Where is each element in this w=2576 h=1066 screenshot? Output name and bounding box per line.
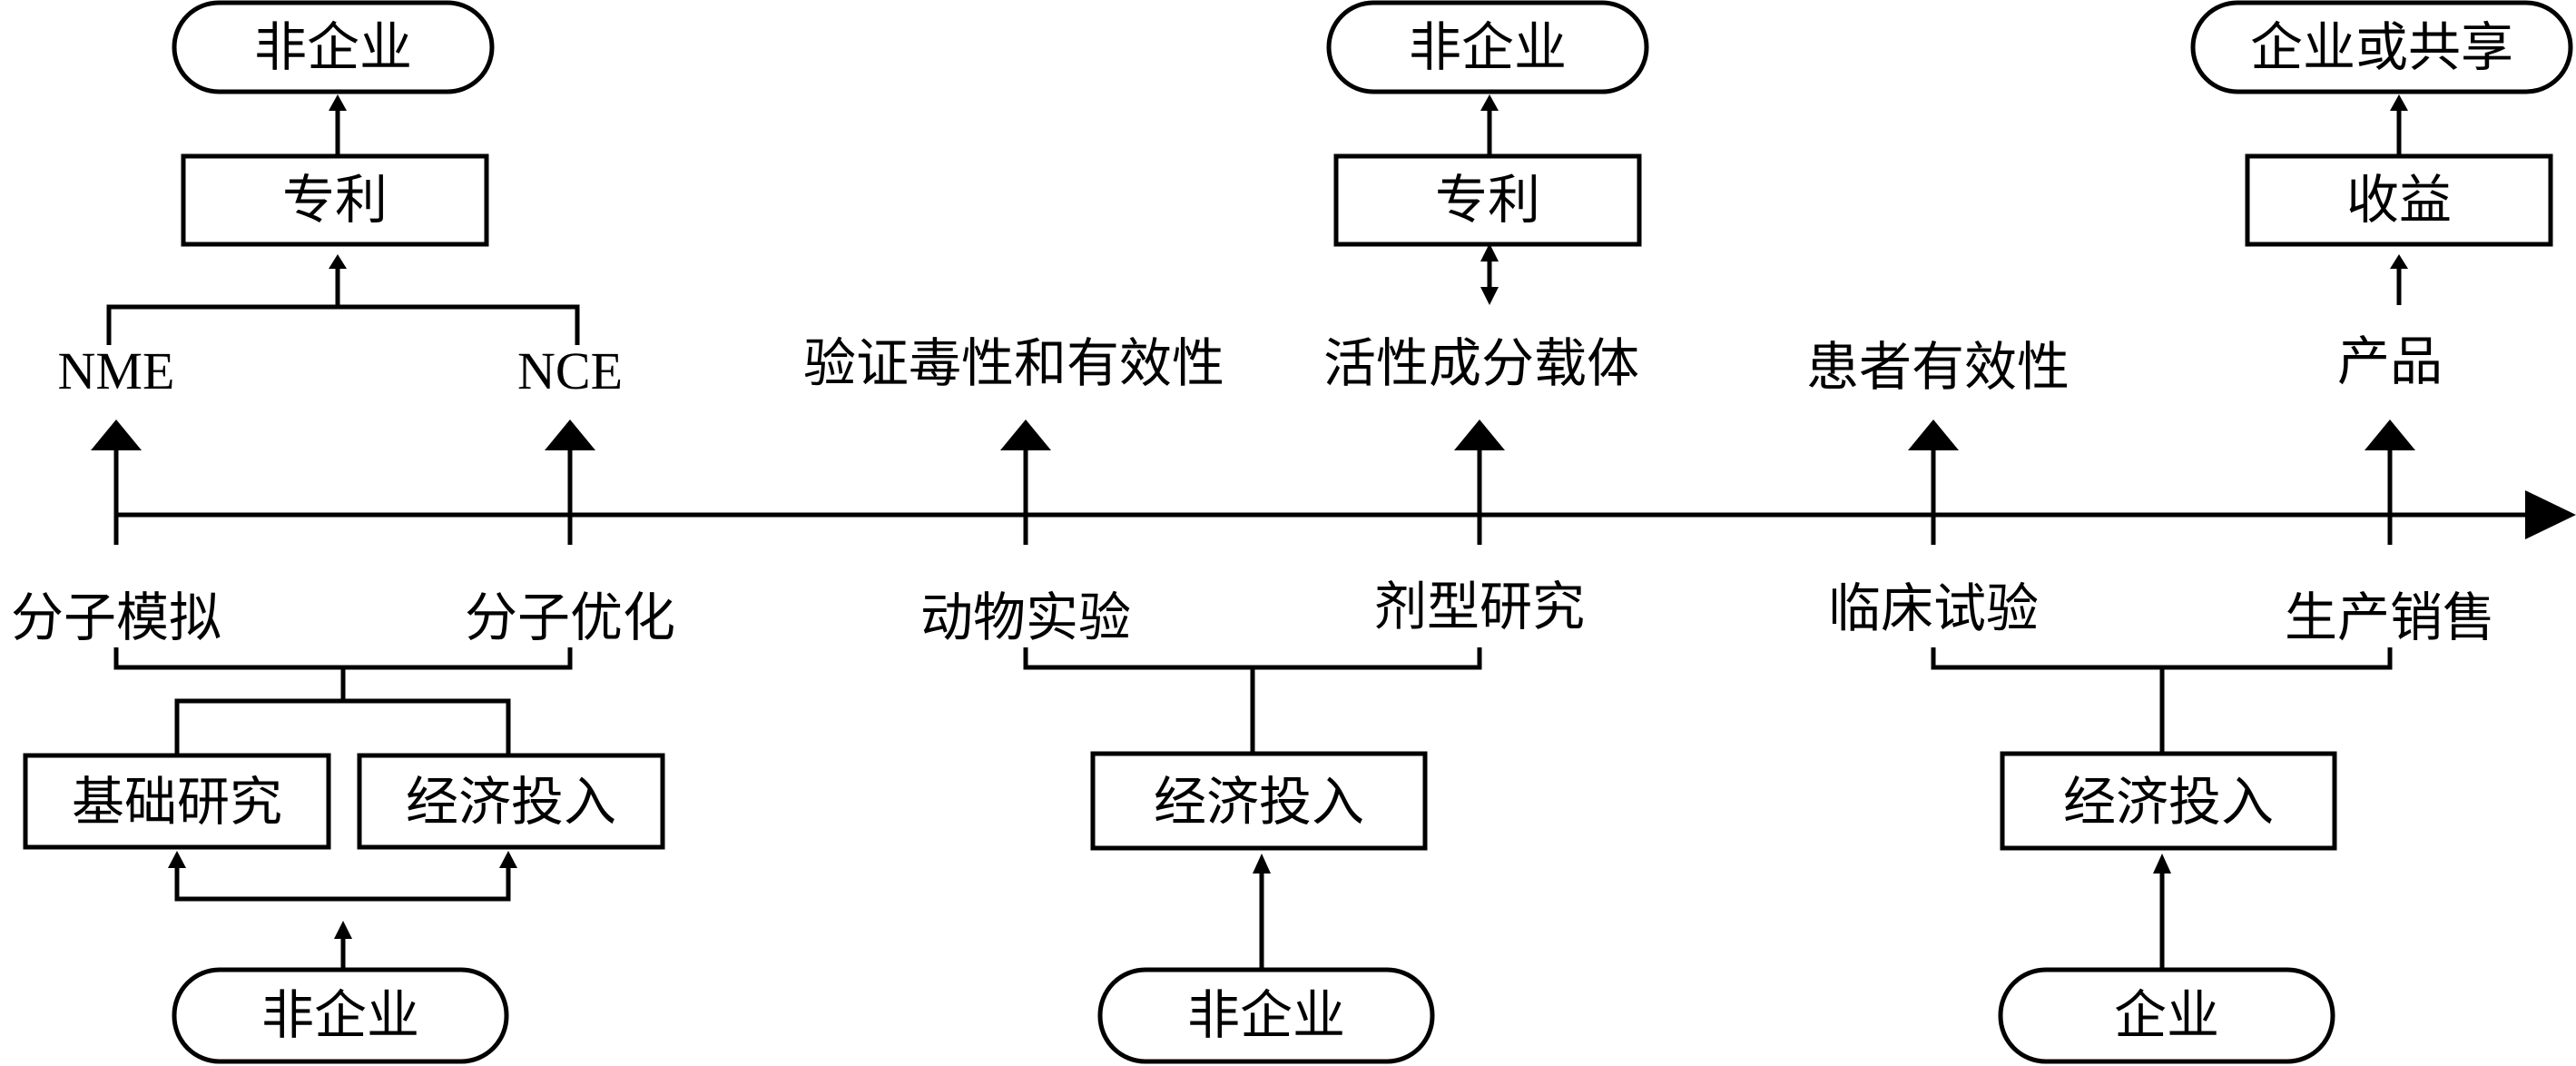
stage-label-production-sales: 生产销售 [2285,587,2495,648]
investment-box-2 [1090,751,1428,851]
output-label-patient-efficacy: 患者有效性 [1806,336,2070,398]
investment-box-3-label: 经济投入 [2063,771,2274,833]
output-label-active-carrier: 活性成分载体 [1323,332,1639,394]
source-pill-1-label: 非企业 [261,984,419,1046]
patent-box-2 [1333,153,1642,247]
source-pill-1 [172,967,509,1064]
owner-pill-3-label: 企业或共享 [2250,16,2513,78]
top-group-1: 专利 非企业 [106,0,580,345]
timeline-arrow-head [2525,490,2576,539]
investment-box-1 [357,753,665,850]
output-label-nme: NME [58,341,175,400]
patent-box-2-label: 专利 [1435,169,1540,231]
output-label-toxicity-efficacy: 验证毒性和有效性 [803,332,1224,394]
patent-box-1-label: 专利 [282,169,388,231]
owner-pill-3 [2190,0,2573,94]
owner-pill-1 [172,0,495,94]
owner-pill-2 [1326,0,1649,94]
bottom-group-1: 基础研究 经济投入 非企业 [23,647,665,1064]
stage-stems [113,515,2393,545]
investment-box-1-label: 经济投入 [406,771,616,833]
owner-pill-2-label: 非企业 [1409,16,1567,78]
output-label-nce: NCE [517,341,623,400]
stage-label-formulation-research: 剂型研究 [1374,576,1585,637]
output-label-product: 产品 [2337,331,2443,392]
stage-label-molecular-optimization: 分子优化 [465,587,675,648]
basic-research-box [23,753,331,850]
stage-label-molecular-simulation: 分子模拟 [11,587,221,648]
stage-label-clinical-trial: 临床试验 [1828,577,2039,639]
investment-box-2-label: 经济投入 [1154,771,1364,833]
source-pill-2-label: 非企业 [1187,984,1345,1046]
source-pill-2 [1097,967,1435,1064]
stage-label-animal-experiment: 动物实验 [920,587,1131,648]
top-group-3: 收益 企业或共享 [2190,0,2573,305]
bottom-group-2: 经济投入 非企业 [1023,647,1482,1064]
revenue-box [2245,153,2553,247]
basic-research-box-label: 基础研究 [72,771,282,833]
source-pill-3 [1998,967,2335,1064]
revenue-box-label: 收益 [2346,169,2452,231]
patent-box-1 [181,153,489,247]
owner-pill-1-label: 非企业 [254,16,412,78]
source-pill-3-label: 企业 [2114,984,2219,1046]
bottom-group-3: 经济投入 企业 [1931,647,2393,1064]
stage-arrows [91,419,2415,515]
top-group-2: 专利 非企业 [1326,0,1649,305]
investment-box-3 [2000,751,2337,851]
